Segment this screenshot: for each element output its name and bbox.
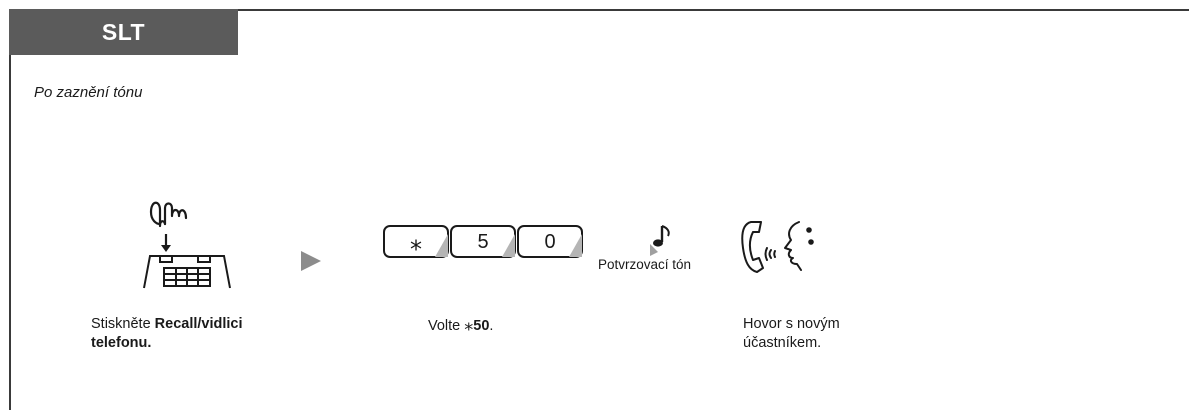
step2-caption: Volte ⁎50.	[428, 315, 493, 336]
arrow-right-icon	[301, 251, 321, 271]
hookswitch-phone-icon	[143, 234, 231, 289]
music-note-icon	[650, 225, 670, 256]
step2-bold: 50	[473, 318, 490, 334]
condition-subtitle: Po zaznění tónu	[34, 84, 143, 101]
step2-period: .	[489, 318, 494, 334]
step3-line1: Hovor s novým	[743, 316, 840, 332]
star-symbol: ⁎	[464, 314, 474, 334]
header-tab-slt: SLT	[9, 9, 238, 55]
key-5: 5	[477, 230, 489, 253]
key-0: 0	[544, 230, 556, 253]
step1-text: Stiskněte	[91, 316, 155, 332]
procedure-frame	[9, 9, 1189, 410]
step1-bold-line2: telefonu.	[91, 335, 152, 351]
step3-line2: účastníkem.	[743, 335, 822, 351]
step1-caption: Stiskněte Recall/vidlici telefonu.	[91, 315, 243, 353]
key-star: ⁎	[410, 228, 422, 256]
hand-press-icon	[149, 201, 188, 228]
step2-text: Volte	[428, 318, 465, 334]
confirmation-tone-label: Potvrzovací tón	[598, 257, 692, 272]
step1-bold: Recall/vidlici	[154, 316, 243, 332]
step3-caption: Hovor s novým účastníkem.	[743, 315, 840, 353]
talking-handset-icon	[741, 221, 814, 273]
